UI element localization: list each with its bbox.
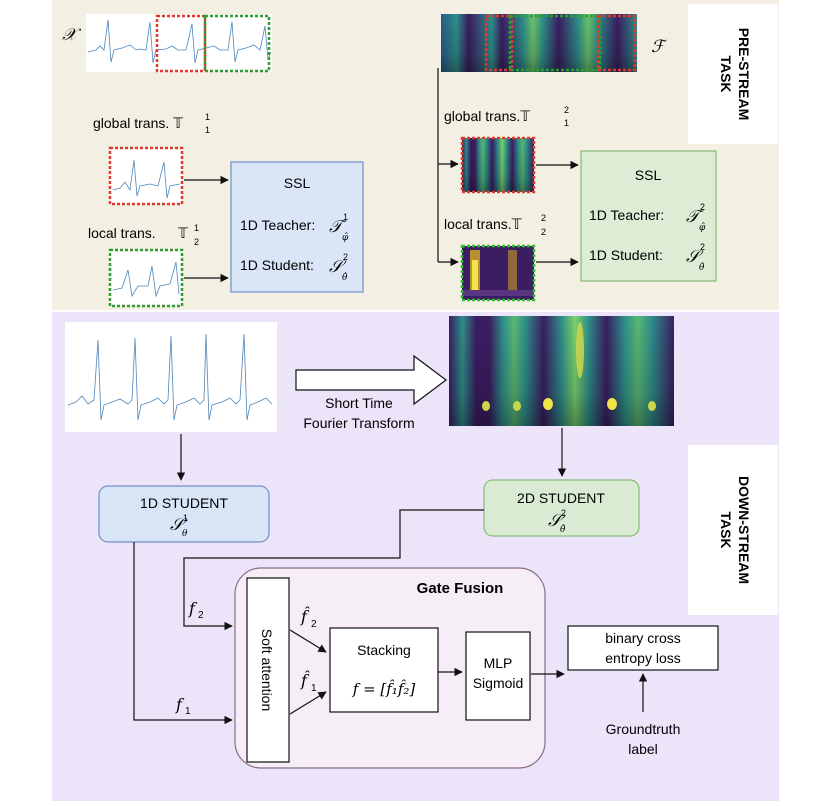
svg-text:2: 2 xyxy=(541,227,546,237)
ssl-2d-box: SSL 1D Teacher: 𝒯 2 φ̂ 1D Student: 𝒮 2 θ… xyxy=(580,150,717,282)
left-global-crop xyxy=(108,146,184,206)
right-global-trans-label: global trans.𝕋 2 1 xyxy=(444,105,569,128)
soft-attention-label: Soft attention xyxy=(259,629,275,712)
spectro-local-crop-marker xyxy=(508,14,602,72)
pre-stream-task-label: PRE-STREAM TASK xyxy=(718,28,752,121)
svg-text:f̂: f̂ xyxy=(300,607,310,626)
ssl-1d-teacher-sup: 1 xyxy=(343,212,348,222)
ecg-signal-strip xyxy=(86,14,272,73)
svg-text:f: f xyxy=(175,695,185,714)
student-2d-sup: 2 xyxy=(561,508,566,518)
spectro-global-crop-marker xyxy=(484,14,514,72)
svg-text:global trans. 𝕋: global trans. 𝕋 xyxy=(93,115,183,131)
student-1d-box: 1D STUDENT 𝒮 1 θ xyxy=(98,485,270,543)
svg-text:global trans.𝕋: global trans.𝕋 xyxy=(444,108,530,124)
ssl-2d-title: SSL xyxy=(635,167,662,183)
spectro-global-crop-marker-2 xyxy=(596,14,637,72)
student-1d-sub: θ xyxy=(182,529,188,539)
arrow-f1hat-to-stacking xyxy=(289,691,327,715)
f2-routing-line xyxy=(183,509,484,631)
svg-text:TASK: TASK xyxy=(718,511,734,548)
svg-text:PRE-STREAM: PRE-STREAM xyxy=(736,28,752,121)
ssl-2d-teacher-label: 1D Teacher: xyxy=(589,207,664,223)
down-stream-label-box xyxy=(688,445,778,615)
svg-text:1: 1 xyxy=(194,223,199,233)
ssl-1d-teacher-sub: φ̂ xyxy=(342,232,349,243)
stacking-box xyxy=(329,627,439,713)
down-stream-task-label: DOWN-STREAM TASK xyxy=(718,476,752,584)
spectrogram-strip xyxy=(441,14,637,72)
ssl-2d-student-label: 1D Student: xyxy=(589,247,663,263)
svg-text:1: 1 xyxy=(564,118,569,128)
mlp-line2: Sigmoid xyxy=(473,675,524,691)
groundtruth-line1: Groundtruth xyxy=(606,721,681,737)
svg-text:2: 2 xyxy=(198,610,204,621)
svg-text:1: 1 xyxy=(185,706,191,717)
svg-text:2: 2 xyxy=(541,213,546,223)
svg-text:DOWN-STREAM: DOWN-STREAM xyxy=(736,476,752,584)
mlp-box xyxy=(465,631,531,721)
left-local-crop xyxy=(108,248,184,308)
ssl-2d-student-sup: 2 xyxy=(700,242,705,252)
groundtruth-line2: label xyxy=(628,741,658,757)
loss-box xyxy=(567,625,719,671)
svg-text:1: 1 xyxy=(311,683,317,694)
svg-text:local trans.: local trans. xyxy=(88,225,156,241)
student-2d-sub: θ̂ xyxy=(560,524,566,535)
stft-label-line1: Short Time xyxy=(325,395,393,411)
arrow-f2hat-to-stacking xyxy=(289,629,327,653)
mlp-line1: MLP xyxy=(484,655,513,671)
left-local-trans-label: local trans. 𝕋 1 2 xyxy=(88,223,199,247)
ecg-signal-large xyxy=(65,322,277,432)
right-global-crop xyxy=(460,136,536,194)
svg-text:2: 2 xyxy=(564,105,569,115)
svg-text:1: 1 xyxy=(205,125,210,135)
ssl-1d-student-label: 1D Student: xyxy=(240,257,314,273)
ssl-1d-student-sup: 2 xyxy=(343,252,348,262)
right-local-trans-label: local trans.𝕋 2 2 xyxy=(444,213,546,237)
f1-routing-line xyxy=(133,542,233,725)
svg-text:TASK: TASK xyxy=(718,55,734,92)
svg-text:f: f xyxy=(188,599,198,618)
right-local-crop xyxy=(460,244,536,302)
svg-text:𝕋: 𝕋 xyxy=(177,225,188,241)
student-2d-box: 2D STUDENT 𝒮 2 θ̂ xyxy=(483,479,640,537)
ssl-2d-teacher-sub: φ̂ xyxy=(699,222,706,233)
spectrogram-large xyxy=(449,316,674,426)
ssl-2d-student-sub: θ̂ xyxy=(699,262,705,273)
stft-label-line2: Fourier Transform xyxy=(303,415,414,431)
f2-label: f 2 xyxy=(188,599,204,621)
svg-text:2: 2 xyxy=(311,619,317,630)
student-2d-title: 2D STUDENT xyxy=(517,490,605,506)
soft-attention-box xyxy=(246,577,290,763)
left-global-trans-label: global trans. 𝕋 1 1 xyxy=(93,112,210,135)
ssl-2d-teacher-sup: 2 xyxy=(700,202,705,212)
ssl-1d-title: SSL xyxy=(284,175,311,191)
f1-label: f 1 xyxy=(175,695,191,717)
svg-text:local trans.𝕋: local trans.𝕋 xyxy=(444,216,522,232)
stacking-formula: f = [f̂₁f̂₂] xyxy=(352,680,416,698)
gate-fusion-title: Gate Fusion xyxy=(417,580,504,597)
loss-line1: binary cross xyxy=(605,630,680,646)
stacking-title: Stacking xyxy=(357,642,411,658)
spectrogram-symbol: ℱ xyxy=(651,37,668,57)
local-crop-marker xyxy=(203,14,271,73)
stft-arrow xyxy=(295,354,447,406)
student-1d-sup: 1 xyxy=(183,513,188,523)
f2hat-label: f̂ 2 xyxy=(300,607,317,630)
svg-text:1: 1 xyxy=(205,112,210,122)
ssl-1d-student-sub: θ̂ xyxy=(342,272,348,283)
loss-line2: entropy loss xyxy=(605,650,680,666)
ssl-1d-box: SSL 1D Teacher: 𝒯 1 φ̂ 1D Student: 𝒮 2 θ… xyxy=(230,161,364,293)
f1hat-label: f̂ 1 xyxy=(300,671,317,694)
student-1d-title: 1D STUDENT xyxy=(140,495,228,511)
pre-stream-label-box xyxy=(688,4,778,144)
svg-text:2: 2 xyxy=(194,237,199,247)
ssl-1d-teacher-label: 1D Teacher: xyxy=(240,217,315,233)
svg-text:f̂: f̂ xyxy=(300,671,310,690)
